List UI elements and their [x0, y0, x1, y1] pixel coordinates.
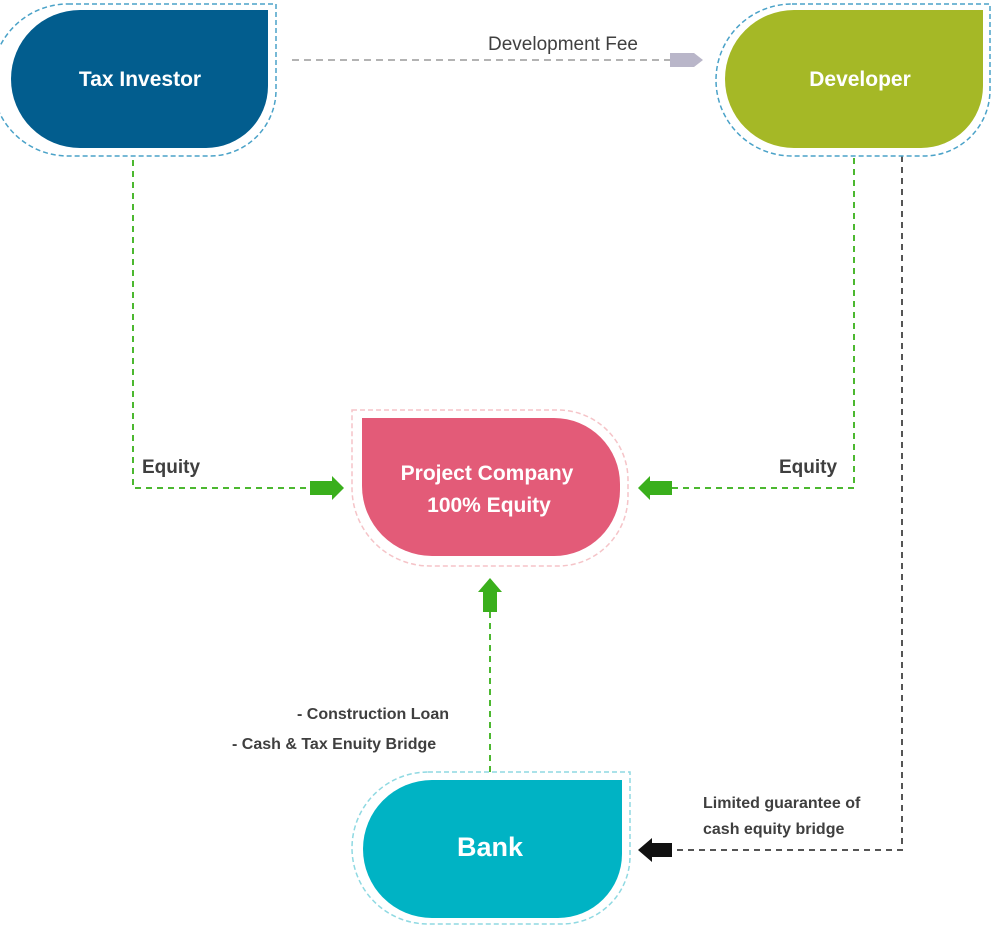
developer-shape: [725, 10, 983, 148]
guarantee-label-line2: cash equity bridge: [703, 821, 844, 838]
development-fee-label: Development Fee: [488, 34, 638, 55]
guarantee-arrow: [638, 838, 672, 862]
developer-equity-line: [670, 158, 855, 489]
bank-loan-arrow: [478, 578, 502, 612]
project-company-shape: [362, 418, 620, 556]
project-company-line2: 100% Equity: [427, 494, 551, 517]
tax-investor-equity-arrow: [310, 476, 344, 500]
bank-label: Bank: [457, 832, 524, 862]
project-company-node: Project Company 100% Equity: [351, 409, 629, 567]
bank-loan-label-line2: - Cash & Tax Enuity Bridge: [232, 736, 436, 753]
bank-shape: [363, 780, 622, 918]
bank-loan-label-line1: - Construction Loan: [297, 706, 449, 723]
developer-node: Developer: [715, 3, 991, 157]
developer-label: Developer: [809, 68, 911, 91]
developer-equity-arrow: [638, 476, 672, 500]
tax-investor-equity-line: [132, 160, 312, 489]
guarantee-label-line1: Limited guarantee of: [703, 795, 861, 812]
bank-node: Bank: [351, 771, 631, 925]
development-fee-arrow: [670, 53, 703, 67]
tax-investor-shape: [11, 10, 268, 148]
tax-investor-node: Tax Investor: [0, 3, 277, 157]
guarantee-line: [672, 156, 903, 851]
tax-investor-label: Tax Investor: [79, 68, 201, 91]
project-company-line1: Project Company: [401, 462, 574, 485]
developer-equity-label: Equity: [779, 457, 837, 478]
tax-investor-equity-label: Equity: [142, 457, 200, 478]
